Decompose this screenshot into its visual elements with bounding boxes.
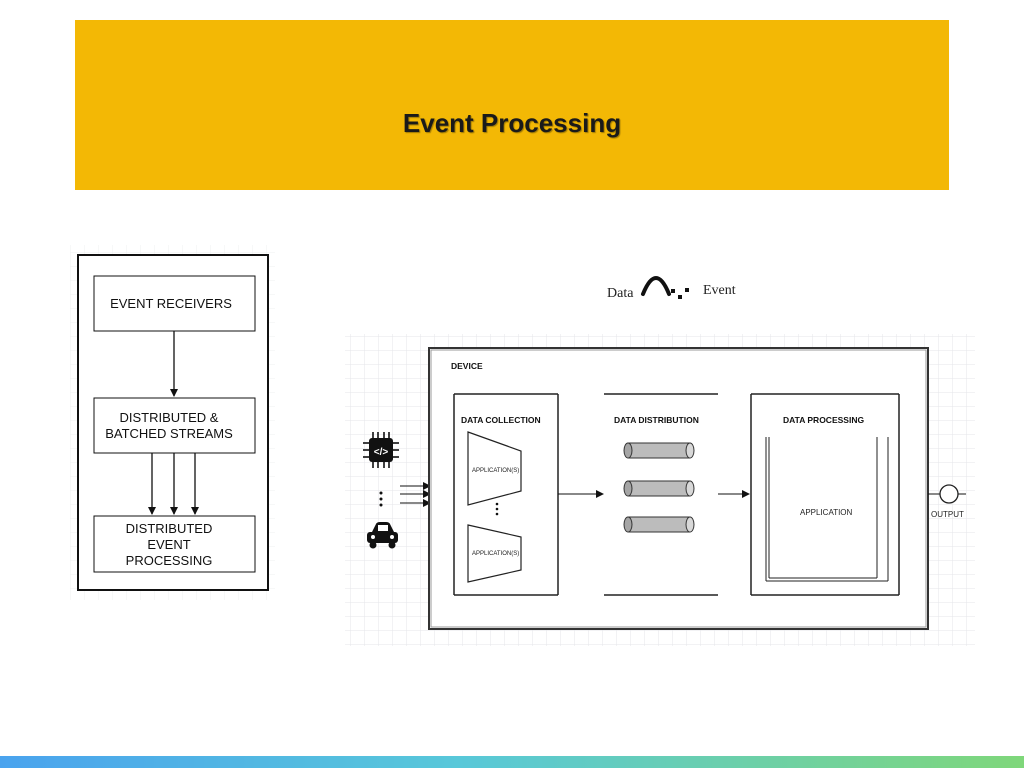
wave-icon bbox=[641, 276, 671, 296]
stream-pipe-3 bbox=[623, 516, 695, 533]
event-processing-box bbox=[93, 515, 256, 573]
batched-streams-label-1: DISTRIBUTED & bbox=[120, 410, 219, 425]
logo-data-text: Data bbox=[607, 286, 634, 301]
event-processing-label-2: EVENT bbox=[147, 537, 190, 552]
vertical-dots bbox=[379, 491, 383, 507]
title-banner: Event Processing bbox=[75, 20, 949, 190]
collection-app-label-2: APPLICATION(S) bbox=[472, 551, 519, 557]
chip-code-icon: </> bbox=[363, 432, 399, 468]
data-distribution-panel: DATA DISTRIBUTION bbox=[604, 393, 718, 596]
logo-event-text: Event bbox=[703, 283, 736, 298]
distribution-title: DATA DISTRIBUTION bbox=[614, 415, 699, 425]
collection-app-1 bbox=[467, 431, 522, 506]
processing-app-label: APPLICATION bbox=[800, 508, 853, 517]
car-icon bbox=[367, 522, 398, 549]
flow-diagram: EVENT RECEIVERS DISTRIBUTED & BATCHED ST… bbox=[77, 254, 269, 591]
data-event-logo: Data Event bbox=[607, 276, 736, 301]
footer-gradient-bar bbox=[0, 756, 1024, 768]
output-label: OUTPUT bbox=[931, 510, 964, 519]
data-collection-panel: DATA COLLECTION APPLICATION(S) APPLICATI… bbox=[453, 393, 559, 596]
svg-text:</>: </> bbox=[374, 447, 389, 458]
event-processing-label-3: PROCESSING bbox=[126, 553, 213, 568]
device-title: DEVICE bbox=[451, 361, 483, 371]
logo-dot-3 bbox=[685, 288, 689, 292]
stream-pipe-2 bbox=[623, 480, 695, 497]
collection-title: DATA COLLECTION bbox=[461, 415, 541, 425]
stream-pipe-1 bbox=[623, 442, 695, 459]
event-receivers-label: EVENT RECEIVERS bbox=[110, 296, 232, 311]
logo-dot-1 bbox=[671, 289, 675, 293]
processing-title: DATA PROCESSING bbox=[783, 415, 864, 425]
event-processing-label-1: DISTRIBUTED bbox=[126, 521, 213, 536]
data-processing-panel: DATA PROCESSING APPLICATION bbox=[750, 393, 900, 596]
collection-app-2 bbox=[467, 524, 522, 583]
collection-app-label-1: APPLICATION(S) bbox=[472, 468, 519, 474]
output-node bbox=[939, 484, 959, 504]
logo-dot-2 bbox=[678, 295, 682, 299]
batched-streams-label-2: BATCHED STREAMS bbox=[105, 426, 233, 441]
page-title: Event Processing bbox=[402, 108, 622, 138]
